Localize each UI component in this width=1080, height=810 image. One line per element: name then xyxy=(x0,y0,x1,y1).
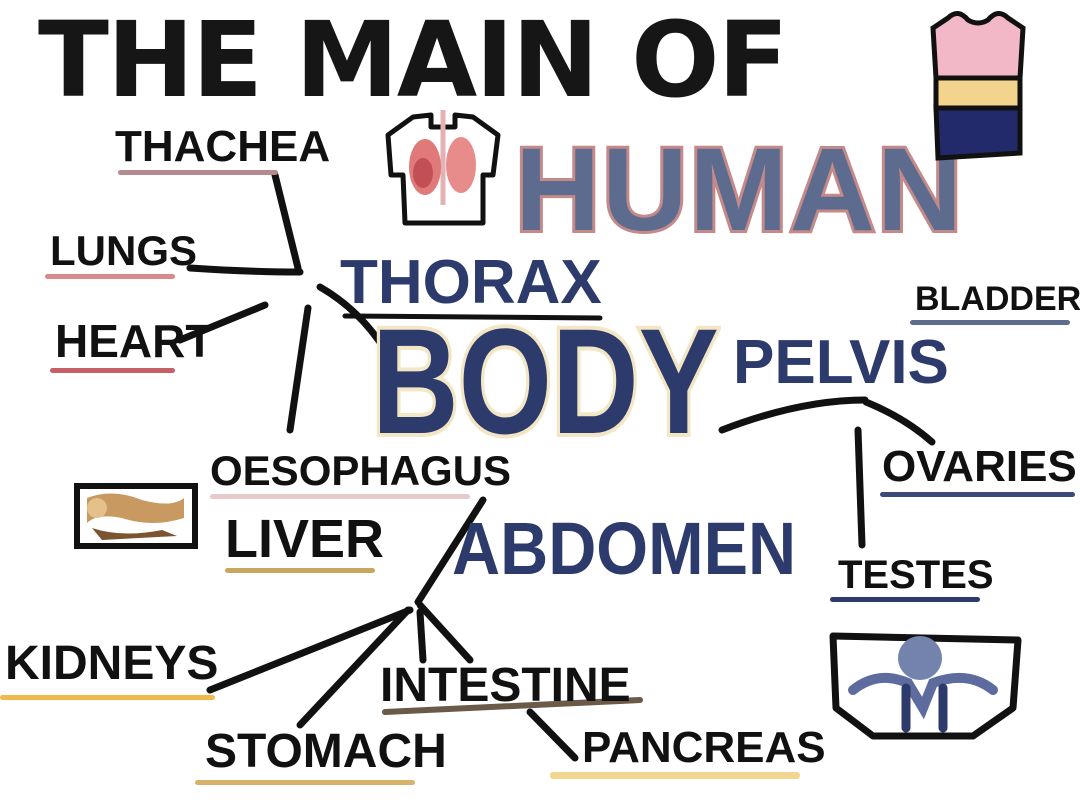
region-pelvis: PELVIS xyxy=(733,328,949,397)
line-thachea xyxy=(271,171,302,272)
line-pelvis xyxy=(718,396,869,434)
label-kidneys: KIDNEYS xyxy=(5,637,219,690)
line-testes xyxy=(854,426,866,549)
line-stomach xyxy=(296,606,412,729)
region-abdomen: ABDOMEN xyxy=(452,507,797,590)
label-thachea: THACHEA xyxy=(115,122,331,171)
label-stomach: STOMACH xyxy=(205,725,447,778)
line-kidneys xyxy=(206,606,414,694)
label-testes: TESTES xyxy=(838,553,994,597)
line-pancreas xyxy=(526,708,579,762)
ovaries-underline xyxy=(880,492,1075,497)
line-ovaries xyxy=(862,398,936,446)
thachea-underline xyxy=(118,170,278,175)
heart-underline xyxy=(50,368,175,373)
pancreas-underline xyxy=(550,772,800,779)
testes-underline xyxy=(830,597,980,602)
line-oesophagus xyxy=(286,304,312,434)
bladder-underline xyxy=(910,320,1070,325)
chest-lungs-icon xyxy=(385,110,501,226)
line-intestine-a xyxy=(416,608,427,664)
label-intestine: INTESTINE xyxy=(380,659,631,712)
stomach-underline xyxy=(195,780,415,785)
label-bladder: BLADDER xyxy=(915,280,1080,318)
line-heart xyxy=(176,301,269,344)
title-line: THE MAIN OF xyxy=(38,0,789,121)
title-human: HUMAN xyxy=(512,124,965,256)
intestine-underline xyxy=(382,697,643,715)
label-heart: HEART xyxy=(55,315,214,367)
pelvis-icon xyxy=(829,632,1022,740)
line-intestine-b xyxy=(416,601,474,664)
intestine-icon xyxy=(74,483,198,549)
label-ovaries: OVARIES xyxy=(882,442,1077,491)
oesophagus-underline xyxy=(210,494,470,499)
title-body: BODY xyxy=(369,297,722,465)
label-lungs: LUNGS xyxy=(50,227,197,274)
lungs-underline xyxy=(45,274,175,279)
line-oesophagus-abdomen xyxy=(414,496,487,606)
torso-icon xyxy=(930,11,1026,161)
label-oesophagus: OESOPHAGUS xyxy=(210,447,512,494)
thorax-underline xyxy=(342,313,603,321)
label-pancreas: PANCREAS xyxy=(582,723,826,772)
kidneys-underline xyxy=(0,695,215,700)
region-thorax: THORAX xyxy=(340,248,602,317)
label-liver: LIVER xyxy=(225,509,385,569)
line-lungs xyxy=(186,264,304,276)
liver-underline xyxy=(225,568,375,573)
